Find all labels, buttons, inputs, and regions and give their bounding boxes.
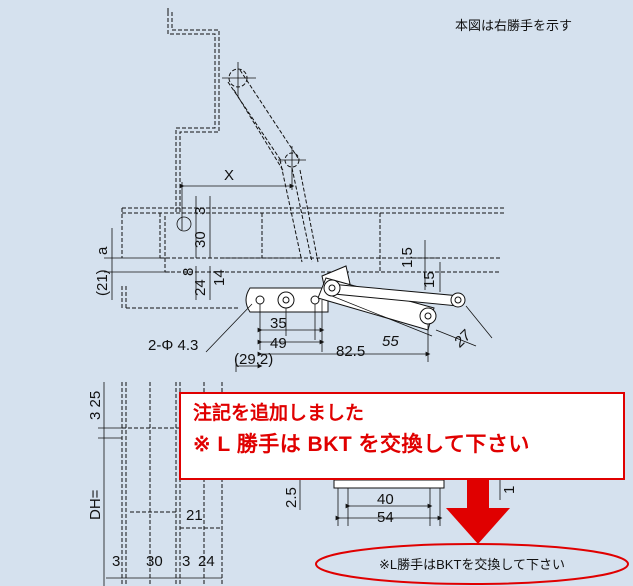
dim-3-25: 3 25 (87, 391, 104, 420)
hole-spec: 2-Φ 4.3 (148, 337, 198, 354)
dim-30-bottom: 30 (146, 553, 163, 570)
dim-8: 8 (180, 268, 197, 276)
dim-3-right: 3 (182, 553, 190, 570)
dim-15: 15 (421, 271, 438, 288)
dim-a: a (94, 246, 111, 255)
dim-21: 21 (186, 507, 203, 524)
dim-bottom-verticals (98, 382, 501, 586)
dim-14: 14 (211, 269, 228, 286)
bottom-note-text: ※L勝手はBKTを交換して下さい (378, 557, 565, 572)
dim-21-paren: (21) (94, 269, 111, 296)
dim-x (179, 170, 295, 230)
dim-1-5: 1.5 (399, 247, 416, 268)
dim-55: 55 (382, 333, 399, 350)
callout-line-2: ※ L 勝手は BKT を交換して下さい (193, 433, 530, 456)
dim-1: 1 (501, 486, 518, 494)
annotation-callout: 注記を追加しました ※ L 勝手は BKT を交換して下さい (179, 392, 625, 480)
dim-82-5: 82.5 (336, 343, 365, 360)
top-frame-outline (121, 6, 505, 310)
note-ellipse (315, 543, 629, 585)
orientation-note: 本図は右勝手を示す (455, 18, 572, 33)
dim-35: 35 (270, 315, 287, 332)
dim-24-top: 24 (192, 279, 209, 296)
bottom-bracket (333, 479, 445, 489)
dim-x-label: X (224, 167, 234, 184)
pivot-centerlines (176, 62, 306, 232)
dim-27: 27 (450, 327, 475, 352)
down-arrow-icon (446, 480, 510, 544)
dim-hinge-horizontals (205, 295, 493, 372)
dim-3-left: 3 (112, 553, 120, 570)
dim-2-5: 2.5 (283, 487, 300, 508)
hinge-arm-open (227, 68, 319, 263)
dim-29-2: (29.2) (234, 351, 273, 368)
dim-verticals-top (104, 196, 441, 300)
dim-30: 30 (192, 231, 209, 248)
dim-40: 40 (377, 491, 394, 508)
dim-24-bottom: 24 (198, 553, 215, 570)
callout-line-1: 注記を追加しました (193, 403, 365, 424)
dim-3-top: 3 (192, 207, 209, 215)
dim-54: 54 (377, 509, 394, 526)
dim-49: 49 (270, 335, 287, 352)
dim-dh: DH= (87, 489, 104, 520)
